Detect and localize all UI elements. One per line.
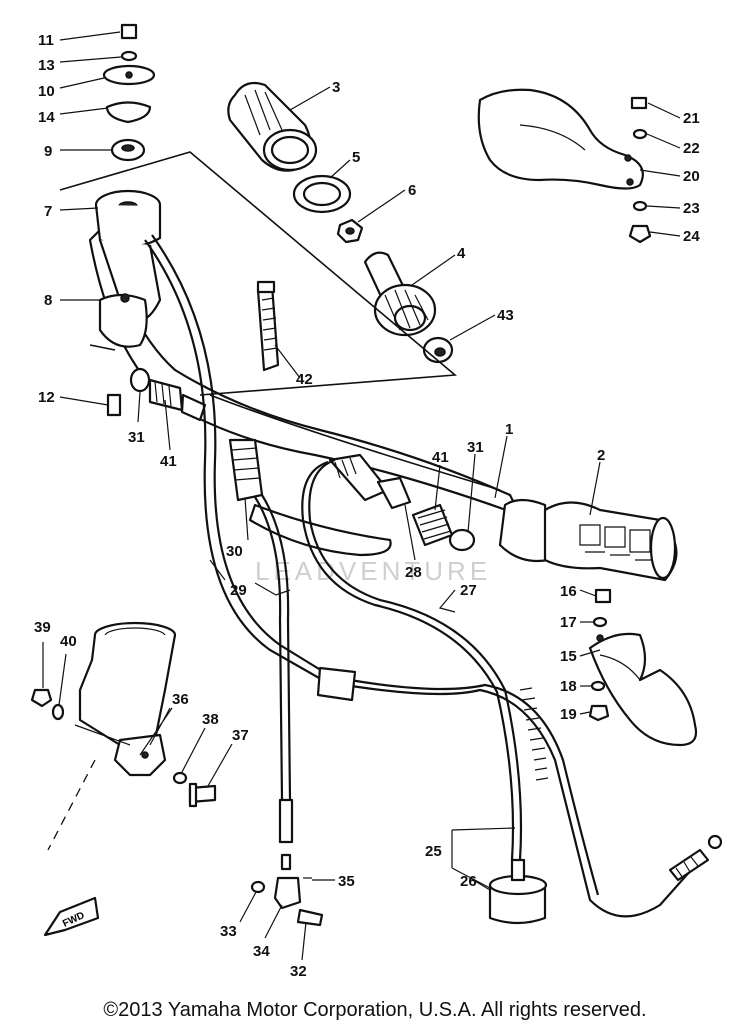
callout-35: 35	[338, 873, 355, 890]
callout-27: 27	[460, 582, 477, 599]
copyright-footer: ©2013 Yamaha Motor Corporation, U.S.A. A…	[103, 999, 647, 1021]
callout-10: 10	[38, 83, 55, 100]
callout-3: 3	[332, 79, 340, 96]
lower-clamp-parts	[250, 876, 324, 927]
callout-36: 36	[172, 691, 189, 708]
callout-43: 43	[497, 307, 514, 324]
callout-26: 26	[460, 873, 477, 890]
callout-30: 30	[226, 543, 243, 560]
group-boundary	[59, 151, 458, 396]
callout-31-left: 31	[128, 429, 145, 446]
washer-and-nut	[292, 174, 364, 244]
callout-15: 15	[560, 648, 577, 665]
callout-12: 12	[38, 389, 55, 406]
right-upper-handguard	[477, 88, 644, 190]
callout-33: 33	[220, 923, 237, 940]
callout-labels: 11 13 10 14 9 7 8 12 31 41 3 5 6 4 43 42…	[34, 32, 700, 980]
callout-21: 21	[683, 110, 700, 127]
clutch-cable-connector	[228, 438, 264, 502]
callout-8: 8	[44, 292, 52, 309]
right-grip	[498, 498, 678, 582]
callout-29: 29	[230, 582, 247, 599]
callout-13: 13	[38, 57, 55, 74]
left-lever-holder	[89, 189, 162, 417]
callout-1: 1	[505, 421, 513, 438]
left-adjuster	[129, 367, 207, 422]
throttle-tube	[363, 251, 454, 364]
callout-31-right: 31	[467, 439, 484, 456]
centerline-lower-left	[47, 759, 96, 851]
right-adjuster	[411, 503, 476, 552]
callout-22: 22	[683, 140, 700, 157]
callout-38: 38	[202, 711, 219, 728]
cable-tie	[256, 280, 280, 372]
callout-23: 23	[683, 200, 700, 217]
fwd-direction-arrow: FWD	[43, 896, 100, 937]
right-lower-handguard	[588, 632, 698, 747]
callout-11: 11	[38, 32, 54, 49]
callout-41-right: 41	[432, 449, 449, 466]
callout-41-left: 41	[160, 453, 177, 470]
callout-5: 5	[352, 149, 360, 166]
parts-diagram: LEADVENTURE	[30, 23, 723, 980]
callout-42: 42	[296, 371, 313, 388]
right-lower-fasteners	[588, 588, 612, 722]
fork-guard-nut-and-washer	[30, 688, 65, 721]
upper-left-small-parts	[102, 23, 156, 162]
callout-18: 18	[560, 678, 577, 695]
callout-17: 17	[560, 614, 577, 631]
callout-6: 6	[408, 182, 416, 199]
callout-7: 7	[44, 203, 52, 220]
fork-tube-guard	[78, 621, 177, 777]
cables	[144, 234, 723, 918]
callout-40: 40	[60, 633, 77, 650]
callout-2: 2	[597, 447, 605, 464]
callout-14: 14	[38, 109, 55, 126]
callout-25: 25	[425, 843, 442, 860]
upper-right-fasteners	[628, 96, 652, 244]
callout-20: 20	[683, 168, 700, 185]
callout-24: 24	[683, 228, 700, 245]
watermark-text: LEADVENTURE	[255, 556, 491, 586]
right-cable-connector	[328, 453, 412, 510]
callout-39: 39	[34, 619, 51, 636]
callout-4: 4	[457, 245, 466, 262]
callout-34: 34	[253, 943, 270, 960]
callout-9: 9	[44, 143, 52, 160]
leader-lines	[42, 31, 681, 961]
callout-32: 32	[290, 963, 307, 980]
callout-19: 19	[560, 706, 577, 723]
left-grip	[227, 81, 318, 172]
callout-28: 28	[405, 564, 422, 581]
callout-37: 37	[232, 727, 249, 744]
dust-cap	[488, 858, 548, 925]
fork-guard-bolt	[172, 771, 217, 808]
callout-16: 16	[560, 583, 577, 600]
